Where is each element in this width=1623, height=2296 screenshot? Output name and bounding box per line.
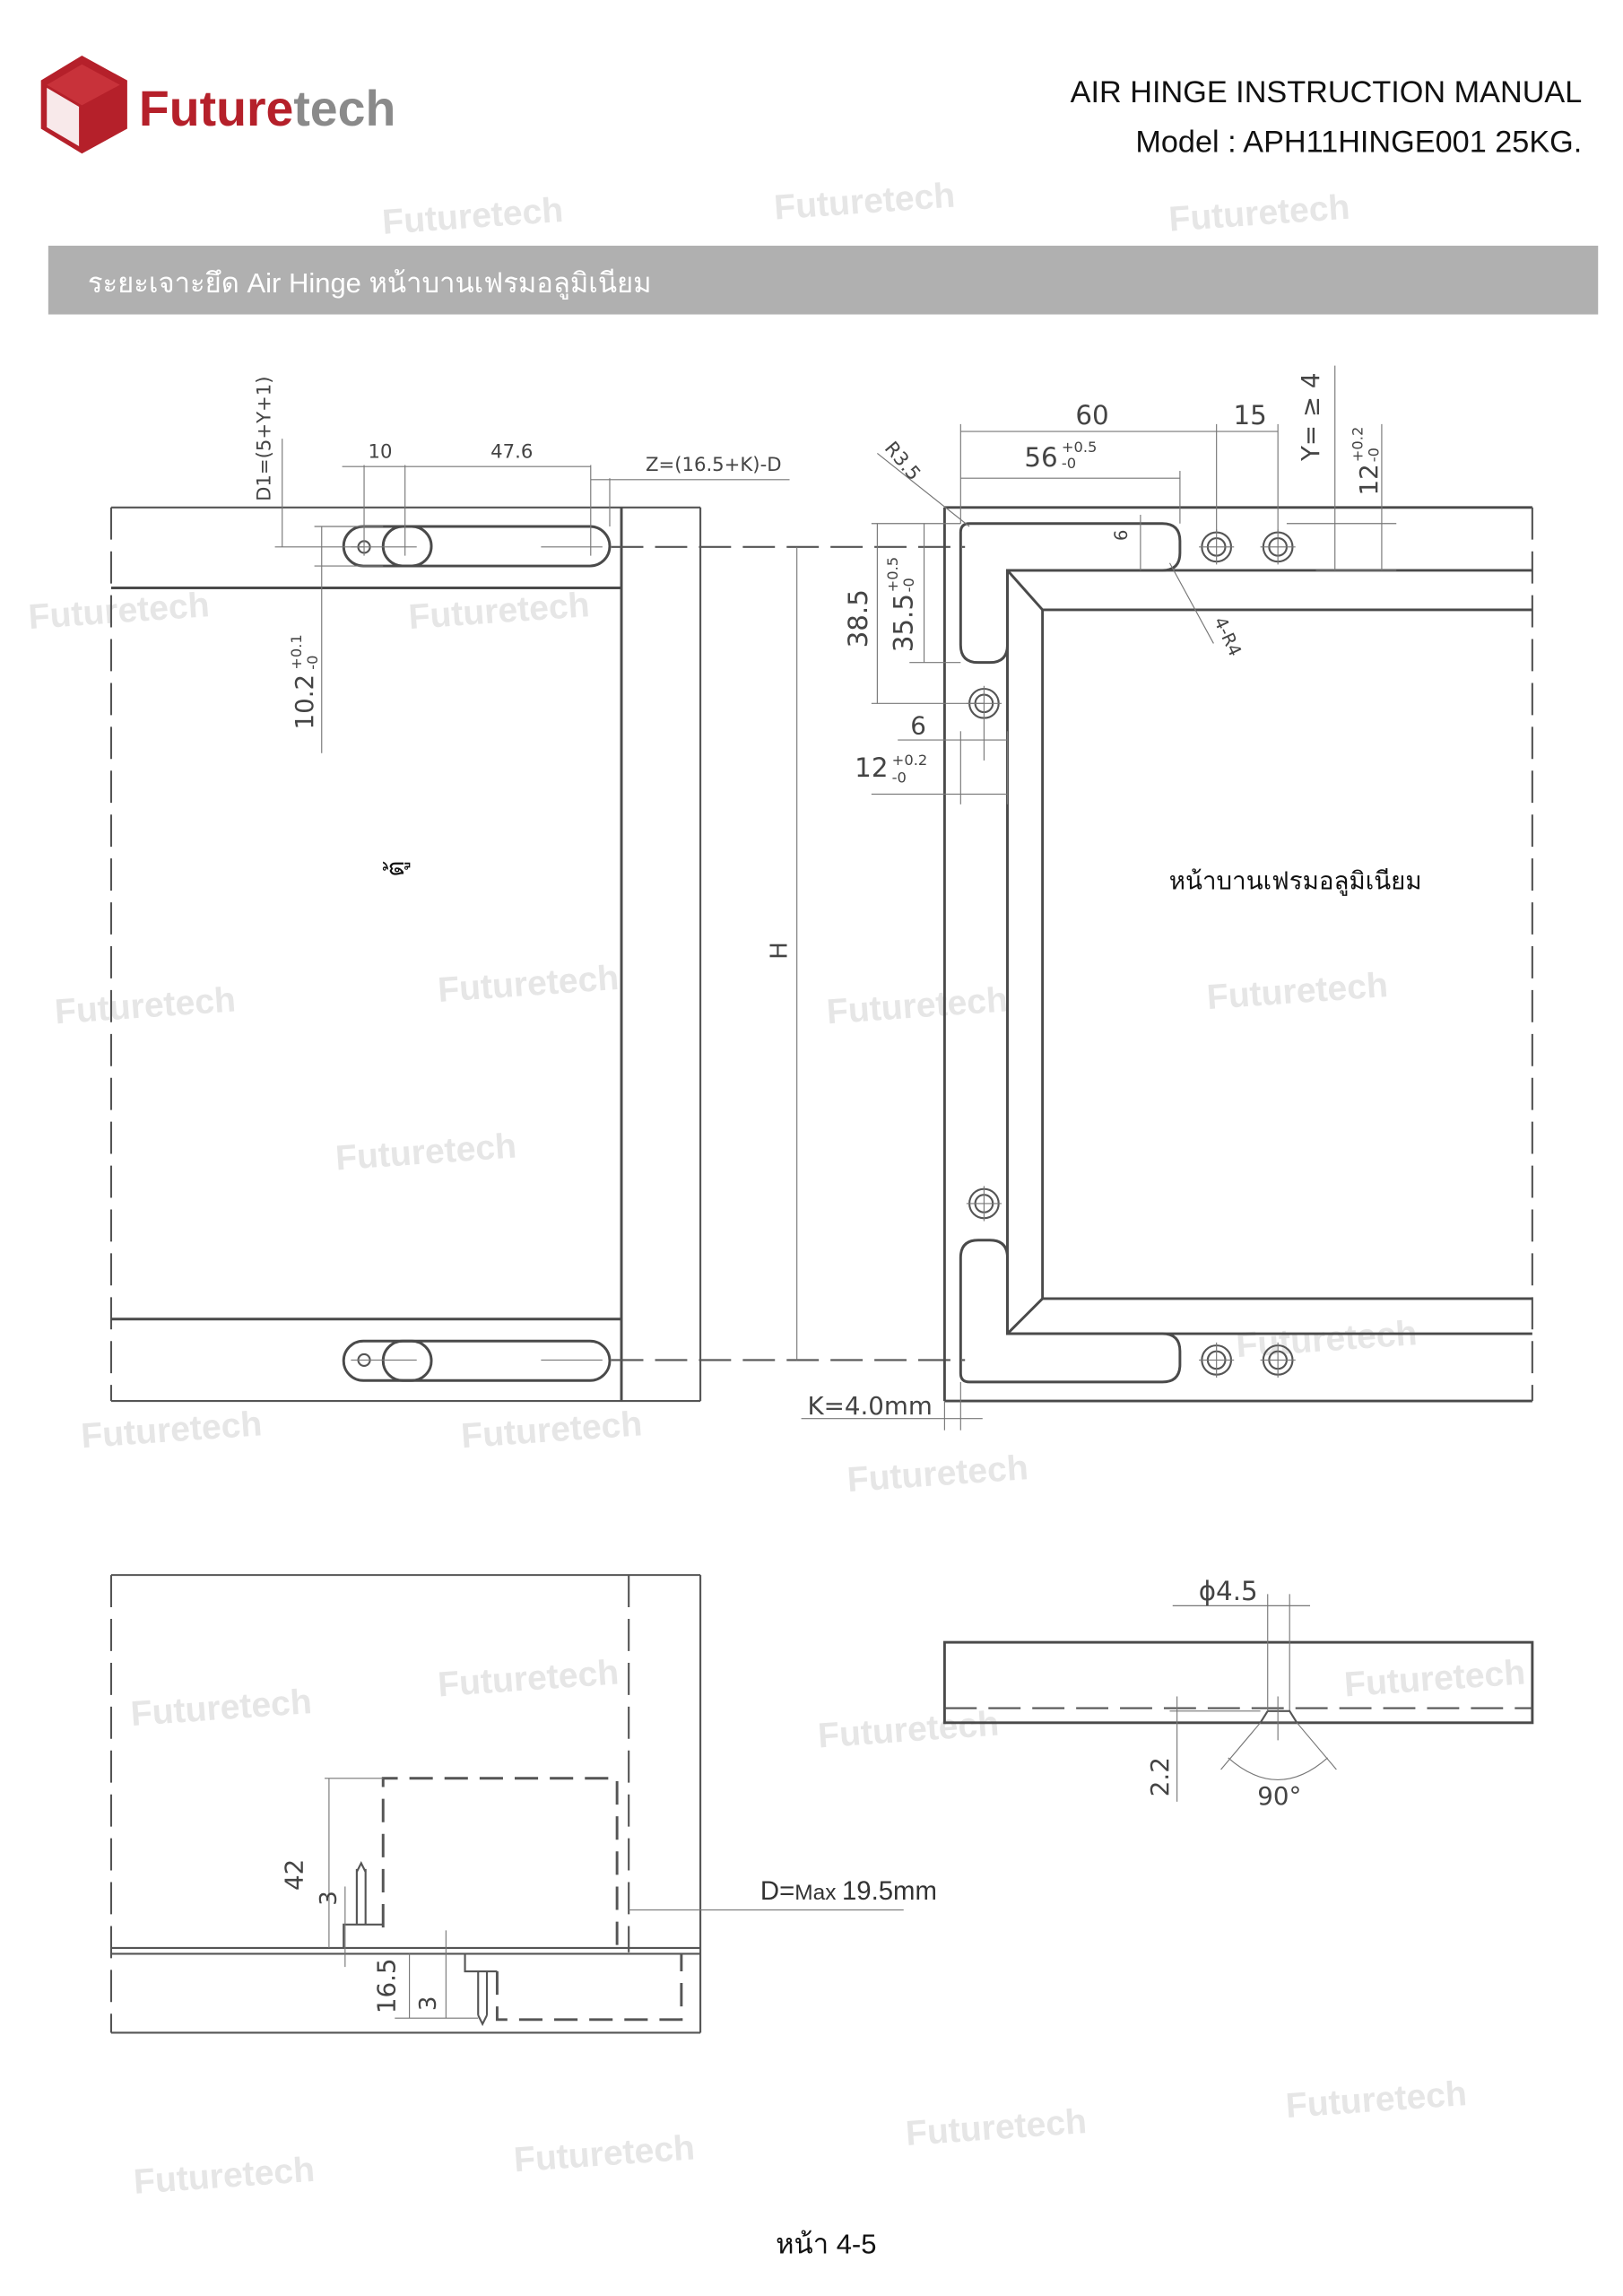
watermark: Futuretech [1343,1653,1527,1704]
tol-minus: -0 [1366,448,1383,462]
svg-text:Futuretech: Futuretech [139,81,395,136]
watermark: Futuretech [460,1405,644,1456]
dim-h: H [766,942,793,960]
watermark: Futuretech [1285,2074,1469,2126]
dim-10-2: 10.2 +0.1 -0 [288,634,321,729]
dim-d1-formula: D1=(5+Y+1) [253,376,275,501]
watermark: Futuretech [1206,966,1390,1017]
watermark: Futuretech [437,959,621,1010]
brand-name-part2: tech [293,81,395,136]
dim-35-5: 35.5 +0.5 -0 [884,557,918,652]
section-title: ระยะเจาะยึด Air Hinge หน้าบานเฟรมอลูมิเน… [88,267,652,300]
watermark: Futuretech [437,1653,621,1704]
dim-d-max-label: Max [794,1881,836,1905]
watermark: Futuretech [817,1705,1001,1756]
watermark: Futuretech [513,2128,697,2179]
watermark: Futuretech [846,1448,1029,1500]
dim-42: 42 [280,1859,309,1891]
tol-minus: -0 [900,578,917,592]
dim-12-top: 12 +0.2 -0 [1350,427,1384,496]
watermark: Futuretech [334,1126,518,1178]
dim-d-value: 19.5mm [842,1876,937,1906]
dim-k: K=4.0mm [808,1391,933,1421]
dim-phi-4-5: ϕ4.5 [1199,1576,1258,1606]
dim-3-top: 3 [316,1891,343,1906]
screw-hole [1260,529,1296,565]
dim-z-formula: Z=(16.5+K)-D [646,453,782,475]
dim-15: 15 [1234,400,1267,430]
screw-hole [1260,1342,1296,1378]
watermark: Futuretech [1167,188,1351,239]
dim-d-prefix: D= [760,1876,794,1906]
cabinet-top-view [109,1574,904,2034]
dim-y: Y= ≥ 4 [1296,372,1325,462]
page-number: หน้า 4-5 [776,2229,876,2260]
section-bar [48,245,1599,315]
dim-4-r4: 4-R4 [1210,613,1245,659]
label-door-frame: หน้าบานเฟรมอลูมิเนียม [1169,866,1422,896]
watermark: Futuretech [129,1683,313,1734]
dim-6-side: 6 [910,711,926,741]
screw-hole [966,1186,1002,1222]
dim-56-value: 56 [1024,442,1057,473]
tol-plus: +0.2 [892,752,928,769]
tol-plus: +0.5 [884,557,901,593]
tol-minus: -0 [1062,455,1076,472]
watermark: Futuretech [905,2102,1089,2153]
screw-hole [1199,1342,1235,1378]
frame-section-view [942,1594,1534,1802]
dim-10-2-value: 10.2 [290,674,319,730]
watermark: Futuretech [381,191,565,242]
cabinet-side-view [109,439,966,1403]
dim-12-side: 12 +0.2 -0 [855,752,927,787]
dim-47-6: 47.6 [490,439,533,462]
tol-minus: -0 [892,769,907,786]
brand-logo: Futuretech [40,55,395,154]
tol-minus: -0 [304,656,321,670]
dim-6-slot: 6 [1111,530,1132,541]
watermark: Futuretech [1235,1314,1419,1365]
dim-60: 60 [1075,400,1108,430]
dim-angle-90: 90° [1257,1781,1301,1811]
screw-hole [1199,529,1235,565]
manual-title: AIR HINGE INSTRUCTION MANUAL [1071,75,1583,109]
tol-plus: +0.5 [1062,439,1098,456]
label-cabinet: ตู้ [381,861,411,877]
dim-10: 10 [368,439,392,462]
tol-plus: +0.1 [288,634,305,670]
dim-16-5: 16.5 [371,1958,401,2013]
tol-plus: +0.2 [1350,427,1367,463]
door-frame-front-view [801,365,1533,1431]
dim-3-bottom: 3 [415,1996,442,2012]
watermark: Futuretech [133,2151,317,2202]
watermark: Futuretech [27,586,211,637]
screw-hole [966,685,1002,761]
watermark: Futuretech [826,980,1010,1031]
watermark: Futuretech [80,1405,264,1456]
model-number: Model : APH11HINGE001 25KG. [1135,126,1582,160]
dim-12-side-value: 12 [855,752,888,783]
dim-38-5: 38.5 [843,589,873,648]
watermark: Futuretech [773,177,957,228]
brand-name-part1: Future [139,81,293,136]
dim-56: 56 +0.5 -0 [1024,439,1097,473]
watermark: Futuretech [54,980,238,1031]
dim-35-5-value: 35.5 [889,594,919,652]
dim-2-2: 2.2 [1145,1757,1175,1796]
dim-12-value: 12 [1354,464,1384,495]
watermark: Futuretech [407,586,591,637]
